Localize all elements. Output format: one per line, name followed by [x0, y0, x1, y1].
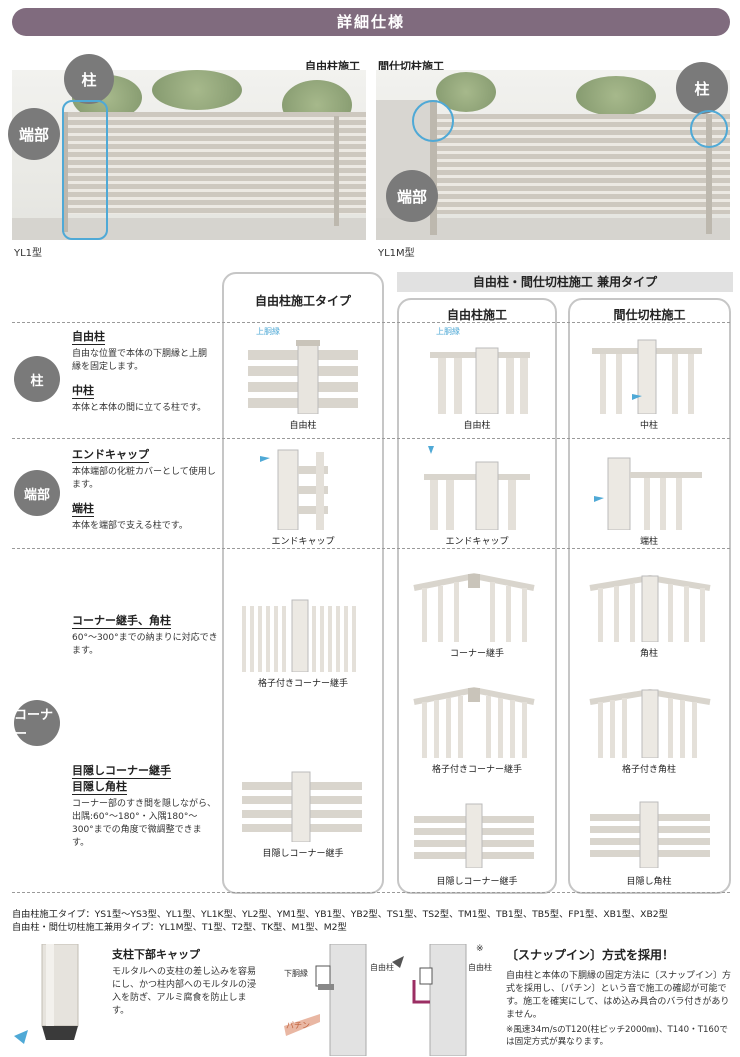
diagram-label-shitadoubuchi: 下胴縁 [284, 969, 308, 978]
image-kakubashira [588, 572, 712, 642]
desc-body-nakabashira: 本体と本体の間に立てる柱です。 [72, 403, 207, 413]
diagram-label-pachin: パチン [286, 1021, 310, 1030]
caption-endcap-b: エンドキャップ [445, 537, 509, 547]
photo-yl1 [12, 70, 366, 240]
caption-koushi-corner-b: 格子付きコーナー継手 [431, 765, 522, 775]
desc-title-mekakushi-joint: 目隠しコーナー継手 [72, 764, 171, 779]
photo-yl1m [376, 70, 730, 240]
row-divider [12, 322, 730, 323]
model-list: 自由柱施工タイプ：YS1型〜YS3型、YL1型、YL1K型、YL2型、YM1型、… [12, 908, 668, 934]
desc-title-corner-joint: コーナー継手、角柱 [72, 614, 171, 629]
badge-tanbu-right: 端部 [386, 170, 438, 222]
image-corner-joint [412, 572, 536, 642]
caption-hashibashira: 端柱 [639, 537, 658, 547]
column-box-jiyu [222, 272, 384, 894]
caption-endcap-a: エンドキャップ [271, 537, 335, 547]
model-list-combo: 自由柱・間仕切柱施工兼用タイプ：YL1M型、T1型、T2型、TK型、M1型、M2… [12, 922, 347, 933]
desc-body-jiyuchu: 自由な位置で本体の下胴縁と上胴縁を固定します。 [72, 349, 208, 372]
highlight-end-right [412, 100, 454, 142]
tag-uwadoubuchi-a: 上胴縁 [256, 327, 280, 336]
desc-body-hashibashira: 本体を端部で支える柱です。 [72, 521, 188, 531]
row-badge-corner: コーナー [14, 700, 60, 746]
caption-jiyuchu-a: 自由柱 [289, 421, 317, 431]
row-badge-tanbu: 端部 [14, 470, 60, 516]
caption-corner-joint: コーナー継手 [449, 649, 504, 659]
caption-kakubashira: 角柱 [639, 649, 658, 659]
diagram-label-jiyuchu-a: 自由柱 [370, 963, 394, 972]
model-list-jiyu: 自由柱施工タイプ：YS1型〜YS3型、YL1型、YL1K型、YL2型、YM1型、… [12, 909, 668, 920]
desc-body-endcap: 本体端部の化粧カバーとして使用します。 [72, 467, 216, 490]
label-jiyu-sekou: 自由柱施工 [305, 60, 360, 73]
label-majikiri-sekou: 間仕切柱施工 [378, 60, 444, 73]
row-badge-hashira: 柱 [14, 356, 60, 402]
column-title-combo-maji: 間仕切柱施工 [613, 308, 686, 322]
image-post-bottom-cap [12, 944, 98, 1056]
snap-in-title: 〔スナップイン〕方式を採用！ [506, 948, 675, 962]
caption-mekakushi-corner-b: 目隠しコーナー継手 [436, 877, 518, 887]
post-cap-body: モルタルへの支柱の差し込みを容易にし、かつ柱内部へのモルタルの浸入を防ぎ、アルミ… [112, 967, 257, 1016]
column-title-jiyu: 自由柱施工タイプ [254, 294, 351, 308]
caption-mekakushi-kakubashira: 目隠し角柱 [626, 877, 672, 887]
snap-in-note: ※風速34m/sのT120(柱ピッチ2000㎜)、T140・T160では固定方式… [506, 1025, 728, 1047]
highlight-post-left [62, 100, 108, 240]
desc-title-jiyuchu: 自由柱 [72, 330, 105, 345]
row-divider [12, 548, 730, 549]
image-jiyuchu-a [248, 330, 358, 414]
image-mekakushi-corner-b [412, 796, 536, 868]
image-mekakushi-corner-a [240, 766, 364, 842]
image-jiyuchu-b [420, 330, 530, 414]
column-box-combo-maji [568, 298, 731, 894]
row-divider [12, 892, 730, 893]
caption-mekakushi-corner-a: 目隠しコーナー継手 [262, 849, 344, 859]
image-endcap-a [256, 446, 356, 530]
image-koushi-kakubashira [588, 684, 712, 758]
section-banner: 詳細仕様 [12, 8, 730, 36]
image-nakabashira [592, 330, 702, 414]
caption-yl1m: YL1M型 [378, 248, 415, 259]
tag-uwadoubuchi-b: 上胴縁 [436, 327, 460, 336]
snap-in-body: 自由柱と本体の下胴縁の固定方法に〔スナップイン〕方式を採用し、〔パチン〕という音… [506, 971, 732, 1020]
caption-koushi-corner-a: 格子付きコーナー継手 [257, 679, 348, 689]
column-box-combo-jiyu [397, 298, 557, 894]
desc-title-hashibashira: 端柱 [72, 502, 94, 517]
image-koushi-corner-a [240, 596, 364, 672]
badge-hashira-right: 柱 [676, 62, 728, 114]
desc-title-endcap: エンドキャップ [72, 448, 149, 463]
badge-tanbu-left: 端部 [8, 108, 60, 160]
caption-koushi-kakubashira: 格子付き角柱 [621, 765, 676, 775]
diagram-asterisk: ※ [476, 944, 484, 954]
highlight-post-right [690, 110, 728, 148]
image-endcap-b [420, 446, 530, 530]
image-mekakushi-kakubashira [588, 796, 712, 868]
badge-hashira-left: 柱 [64, 54, 114, 104]
caption-jiyuchu-b: 自由柱 [463, 421, 491, 431]
caption-yl1: YL1型 [14, 248, 43, 259]
desc-body-mekakushi: コーナー部のすき間を隠しながら、出隅:60°〜180°・入隅180°〜300°ま… [72, 799, 217, 848]
desc-title-nakabashira: 中柱 [72, 384, 94, 399]
image-hashibashira [592, 446, 702, 530]
desc-body-corner-joint: 60°〜300°までの納まりに対応できます。 [72, 633, 218, 656]
row-divider [12, 438, 730, 439]
caption-nakabashira: 中柱 [639, 421, 658, 431]
diagram-label-jiyuchu-b: 自由柱 [468, 963, 492, 972]
image-koushi-corner-b [412, 684, 536, 758]
image-snap-in-diagram [280, 944, 490, 1056]
post-cap-title: 支柱下部キャップ [112, 948, 200, 961]
desc-title-mekakushi-kaku: 目隠し角柱 [72, 780, 127, 795]
combo-type-header: 自由柱・間仕切柱施工 兼用タイプ [397, 272, 733, 292]
column-title-combo-jiyu: 自由柱施工 [446, 308, 507, 322]
